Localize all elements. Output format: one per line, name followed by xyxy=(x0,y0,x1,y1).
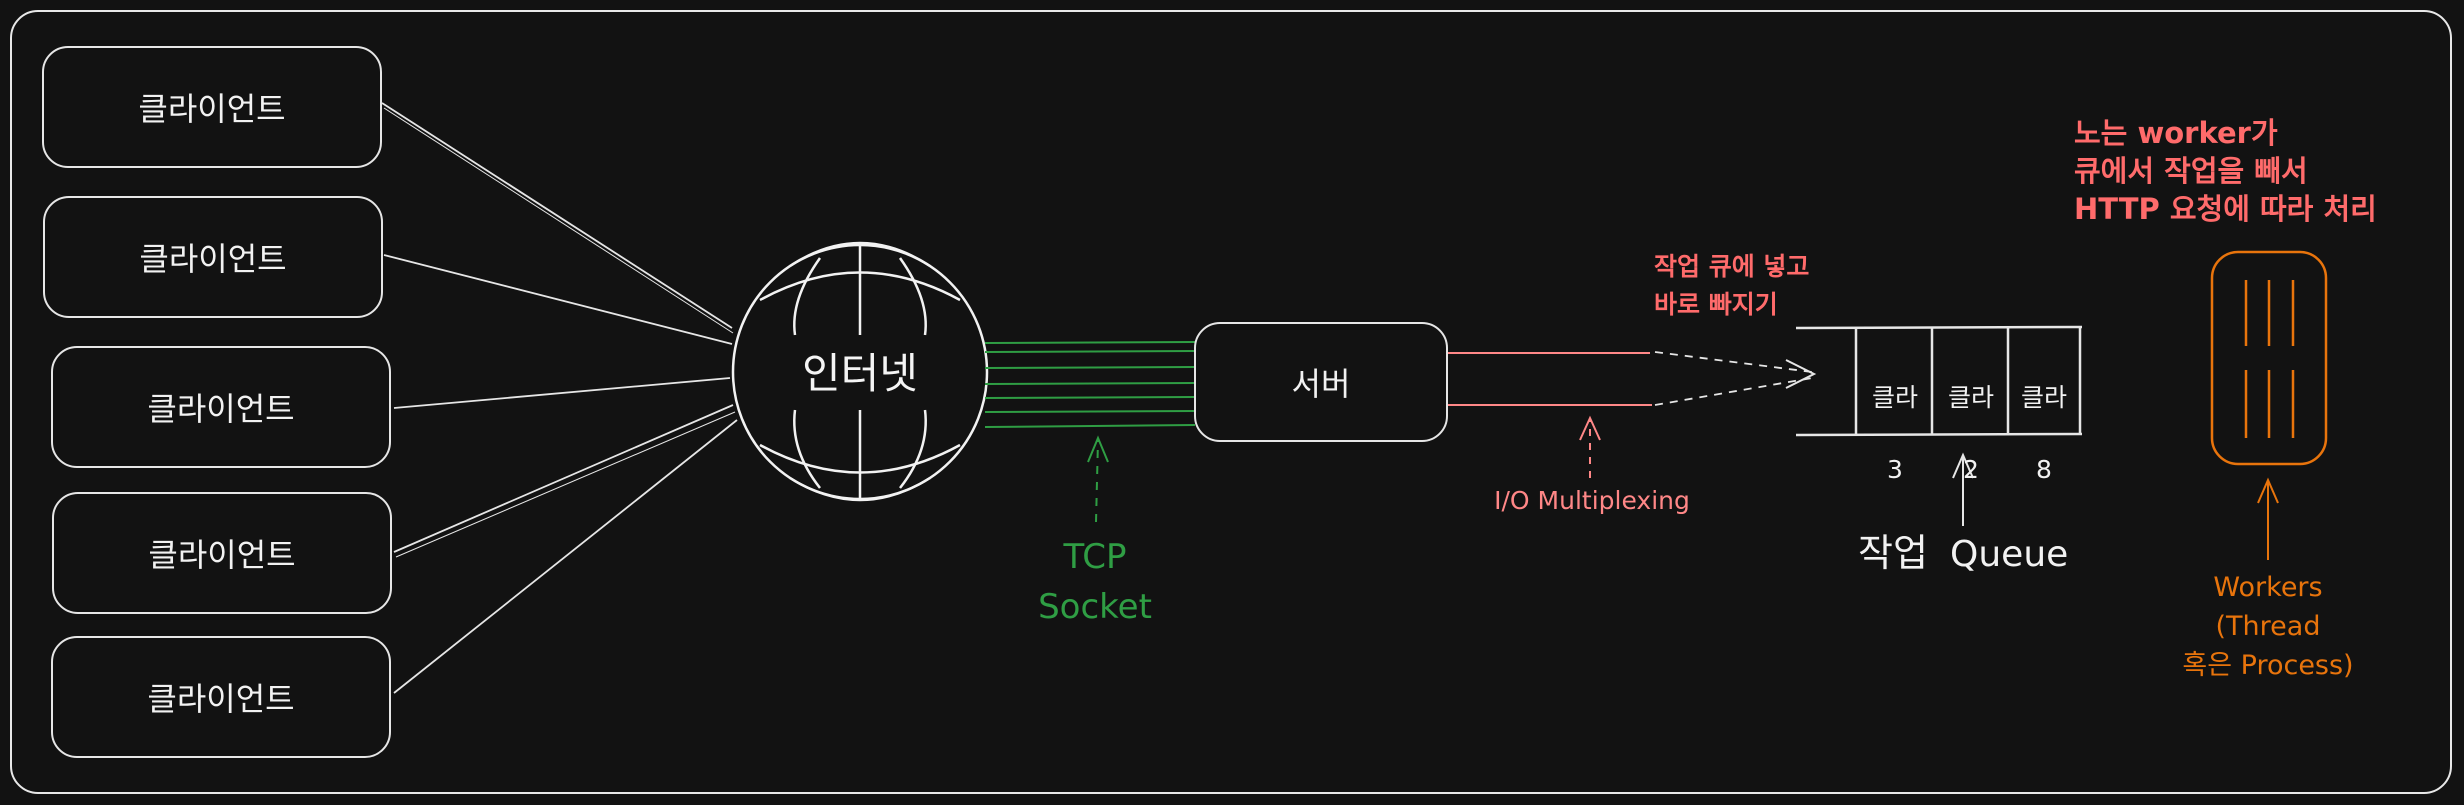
server-box: 서버 xyxy=(1194,322,1448,442)
workers-arrow xyxy=(2257,477,2279,560)
client-box-4: 클라이언트 xyxy=(52,492,392,614)
enqueue-arrows xyxy=(1654,351,1813,406)
globe-icon xyxy=(731,241,989,502)
queue-item-label: 클라 xyxy=(1947,383,1994,412)
worker-rack-icon xyxy=(2210,250,2328,466)
client-connections xyxy=(381,102,738,694)
queue-label-prefix: 작업 xyxy=(1858,531,1928,575)
io-multiplexing-label: I/O Multiplexing xyxy=(1494,486,1690,515)
tcp-arrow xyxy=(1087,435,1109,523)
client-box-3: 클라이언트 xyxy=(51,346,391,468)
client-link-3 xyxy=(393,377,731,409)
client-label: 클라이언트 xyxy=(139,240,287,278)
queue-label-suffix: Queue xyxy=(1950,534,2069,575)
queue-item-1: 클라 3 xyxy=(1858,344,1932,524)
client-link-1 xyxy=(381,102,733,329)
tcp-socket-label: TCP Socket xyxy=(1038,537,1152,627)
client-box-5: 클라이언트 xyxy=(51,636,391,758)
diagram-frame xyxy=(10,10,2452,794)
queue-label: 작업 Queue xyxy=(1858,528,2098,580)
queue-item-number: 8 xyxy=(2036,455,2052,484)
internet-label: 인터넷 xyxy=(790,344,930,404)
enqueue-note: 작업 큐에 넣고 바로 빠지기 xyxy=(1654,252,1810,319)
queue-item-label: 클라 xyxy=(1871,383,1918,412)
client-link-2 xyxy=(383,254,733,345)
queue-item-3: 클라 8 xyxy=(2008,344,2080,524)
queue-structure xyxy=(1795,325,2083,437)
io-multiplex-lines xyxy=(1448,352,1652,406)
queue-item-label: 클라 xyxy=(2020,383,2067,412)
client-label: 클라이언트 xyxy=(138,90,286,128)
workers-label: Workers (Thread 혹은 Process) xyxy=(2182,572,2354,681)
tcp-socket-lines xyxy=(984,341,1196,428)
io-arrow xyxy=(1579,415,1601,478)
queue-item-number: 3 xyxy=(1887,455,1903,484)
queue-item-2: 클라 2 xyxy=(1934,344,2008,524)
client-link-5 xyxy=(393,419,738,694)
client-box-1: 클라이언트 xyxy=(42,46,382,168)
client-box-2: 클라이언트 xyxy=(43,196,383,318)
server-label: 서버 xyxy=(1291,365,1351,403)
queue-item-number: 2 xyxy=(1963,455,1979,484)
client-label: 클라이언트 xyxy=(147,390,295,428)
client-label: 클라이언트 xyxy=(148,536,296,574)
queue-arrow xyxy=(1952,452,1974,526)
client-link-4 xyxy=(393,404,734,553)
worker-note: 노는 worker가 큐에서 작업을 빼서 HTTP 요청에 따라 처리 xyxy=(2074,116,2377,226)
client-label: 클라이언트 xyxy=(147,680,295,718)
